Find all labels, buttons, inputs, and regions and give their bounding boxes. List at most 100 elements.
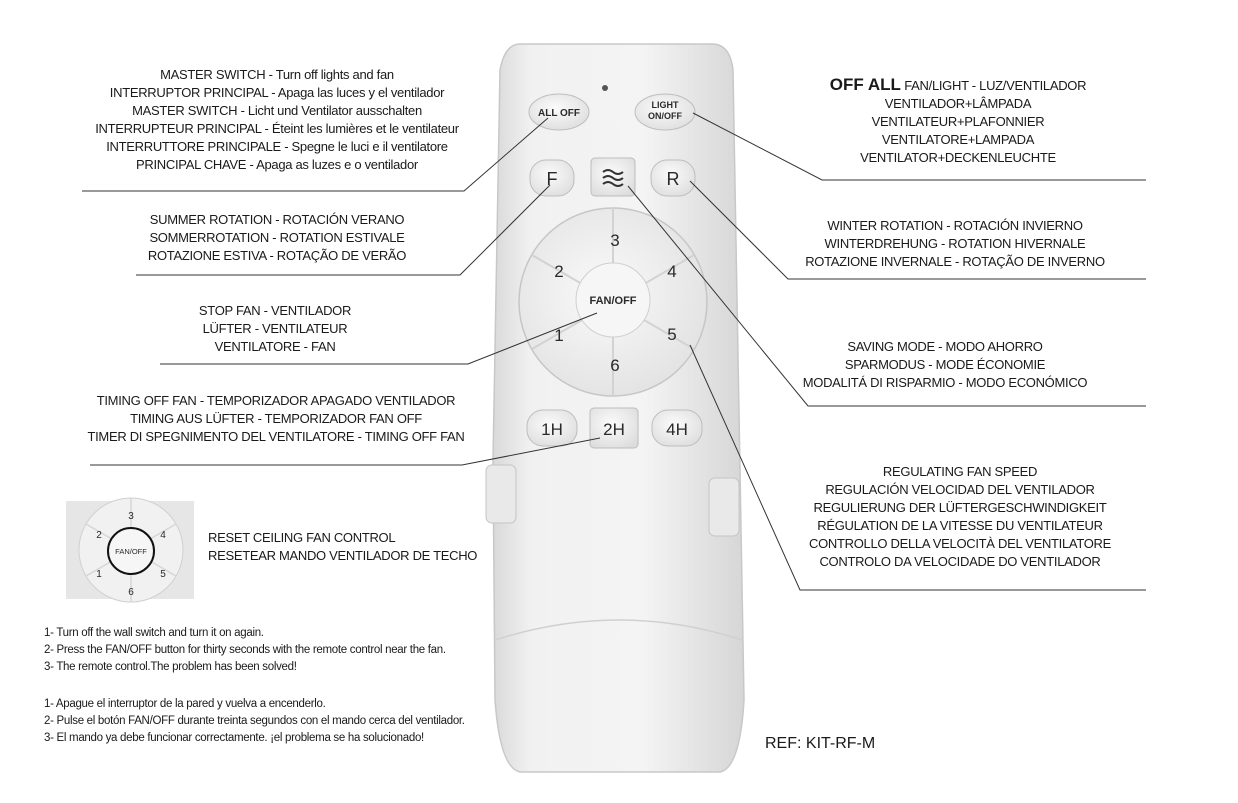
stop-fan-line: VENTILATORE - FAN [214, 339, 336, 354]
timer-4h-label: 4H [666, 420, 688, 439]
speed-6-button[interactable]: 6 [610, 356, 619, 375]
speed-3-button[interactable]: 3 [610, 231, 619, 250]
step-en: 1- Turn off the wall switch and turn it … [44, 627, 264, 639]
inset-speed-1: 1 [96, 569, 102, 580]
winter-rotation-line: WINTER ROTATION - ROTACIÓN INVIERNO [827, 218, 1083, 233]
inset-speed-5: 5 [160, 569, 166, 580]
timer-4h-button[interactable]: 4H [651, 409, 703, 447]
fan-speed-line: REGULATING FAN SPEED [882, 464, 1038, 479]
stop-fan-line: LÜFTER - VENTILATEUR [202, 321, 348, 336]
master-switch-line: INTERRUPTEUR PRINCIPAL - Éteint les lumi… [95, 121, 459, 136]
r-label: R [667, 169, 680, 189]
light-on-off-button[interactable]: LIGHT ON/OFF [634, 93, 696, 131]
ref-code: REF: KIT-RF-M [765, 735, 876, 752]
fan-speed-line: CONTROLLO DELLA VELOCITÀ DEL VENTILATORE [808, 536, 1112, 551]
reset-steps-es: 1- Apague el interruptor de la pared y v… [44, 696, 465, 747]
master-switch-line: MASTER SWITCH - Turn off lights and fan [160, 67, 394, 82]
leader-master-switch [82, 117, 549, 192]
master-switch-line: INTERRUTTORE PRINCIPALE - Spegne le luci… [106, 139, 448, 154]
step-es: 3- El mando ya debe funcionar correctame… [44, 732, 424, 744]
timer-2h-button[interactable]: 2H [589, 407, 639, 449]
master-switch-annotation: MASTER SWITCH - Turn off lights and fan … [82, 66, 472, 174]
summer-rotation-line: SOMMERROTATION - ROTATION ESTIVALE [149, 230, 405, 245]
speed-wheel: FAN/OFF 1 2 3 4 5 6 [518, 207, 708, 397]
inset-speed-3: 3 [128, 511, 134, 522]
f-label: F [547, 169, 558, 189]
leader-saving-mode [627, 185, 1146, 407]
step-es: 1- Apague el interruptor de la pared y v… [44, 698, 326, 710]
stop-fan-line: STOP FAN - VENTILADOR [198, 303, 352, 318]
step-es: 2- Pulse el botón FAN/OFF durante treint… [44, 715, 465, 727]
inset-speed-2: 2 [96, 530, 102, 541]
leader-winter-rotation [689, 180, 1146, 280]
step-en: 3- The remote control.The problem has be… [44, 661, 297, 673]
fan-speed-line: REGULIERUNG DER LÜFTERGESCHWINDIGKEIT [813, 500, 1107, 515]
timing-off-line: TIMING AUS LÜFTER - TEMPORIZADOR FAN OFF [130, 411, 422, 426]
summer-rotation-line: SUMMER ROTATION - ROTACIÓN VERANO [149, 212, 405, 227]
fan-speed-line: CONTROLO DA VELOCIDADE DO VENTILADOR [819, 554, 1101, 569]
speed-5-button[interactable]: 5 [667, 325, 676, 344]
timing-off-annotation: TIMING OFF FAN - TEMPORIZADOR APAGADO VE… [86, 392, 466, 446]
summer-rotation-line: ROTAZIONE ESTIVA - ROTAÇÃO DE VERÃO [147, 248, 407, 263]
led-indicator [602, 85, 608, 91]
fan-off-label: FAN/OFF [589, 295, 636, 307]
leader-timing [90, 437, 601, 466]
winter-rotation-button[interactable]: R [650, 159, 696, 197]
inset-speed-4: 4 [160, 530, 166, 541]
off-all-heading: OFF ALL FAN/LIGHT - LUZ/VENTILADOR [808, 76, 1108, 95]
fan-speed-line: REGULACIÓN VELOCIDAD DEL VENTILADOR [825, 482, 1095, 497]
saving-mode-line: SPARMODUS - MODE ÉCONOMIE [844, 357, 1046, 372]
timer-2h-label: 2H [603, 420, 625, 439]
wave-icon [602, 169, 624, 187]
master-switch-line: PRINCIPAL CHAVE - Apaga as luzes e o ven… [136, 157, 418, 172]
timer-1h-label: 1H [541, 420, 563, 439]
winter-rotation-line: WINTERDREHUNG - ROTATION HIVERNALE [824, 236, 1086, 251]
reset-steps-en: 1- Turn off the wall switch and turn it … [44, 625, 446, 676]
off-all-line: VENTILATORE+LAMPADA [881, 132, 1035, 147]
summer-rotation-annotation: SUMMER ROTATION - ROTACIÓN VERANO SOMMER… [112, 211, 442, 265]
off-all-rest: FAN/LIGHT - LUZ/VENTILADOR [900, 78, 1087, 93]
light-label-2: ON/OFF [648, 111, 682, 121]
saving-mode-line: MODALITÁ DI RISPARMIO - MODO ECONÓMICO [802, 375, 1088, 390]
timer-1h-button[interactable]: 1H [526, 409, 578, 447]
off-all-line: VENTILATOR+DECKENLEUCHTE [860, 150, 1056, 165]
timing-off-line: TIMER DI SPEGNIMENTO DEL VENTILATORE - T… [87, 429, 465, 444]
all-off-label: ALL OFF [538, 108, 580, 119]
fan-off-button[interactable] [575, 262, 651, 338]
timing-off-line: TIMING OFF FAN - TEMPORIZADOR APAGADO VE… [96, 393, 456, 408]
master-switch-line: INTERRUPTOR PRINCIPAL - Apaga las luces … [109, 85, 445, 100]
leader-stop-fan [160, 312, 598, 365]
speed-2-button[interactable]: 2 [554, 262, 563, 281]
saving-mode-annotation: SAVING MODE - MODO AHORRO SPARMODUS - MO… [790, 338, 1100, 392]
stop-fan-annotation: STOP FAN - VENTILADOR LÜFTER - VENTILATE… [160, 302, 390, 356]
off-all-line: VENTILADOR+LÂMPADA [884, 96, 1032, 111]
fan-speed-annotation: REGULATING FAN SPEED REGULACIÓN VELOCIDA… [800, 463, 1120, 571]
speed-1-button[interactable]: 1 [554, 326, 563, 345]
light-label-1: LIGHT [652, 100, 679, 110]
reset-line: RESET CEILING FAN CONTROL [208, 530, 396, 545]
leader-off-all [692, 112, 1146, 181]
inset-fan-off-label: FAN/OFF [115, 547, 147, 556]
off-all-line: VENTILATEUR+PLAFONNIER [871, 114, 1045, 129]
reset-line: RESETEAR MANDO VENTILADOR DE TECHO [208, 548, 478, 563]
reset-highlight-ring [107, 527, 155, 575]
leader-lines [82, 112, 1146, 591]
off-all-bold: OFF ALL [829, 75, 901, 94]
reset-annotation: RESET CEILING FAN CONTROL RESETEAR MANDO… [208, 529, 478, 565]
inset-speed-6: 6 [128, 587, 134, 598]
off-all-annotation: OFF ALL FAN/LIGHT - LUZ/VENTILADOR VENTI… [808, 76, 1108, 167]
reset-inset: FAN/OFF 3 2 4 1 5 6 [66, 497, 194, 603]
all-off-button[interactable]: ALL OFF [528, 93, 590, 131]
winter-rotation-line: ROTAZIONE INVERNALE - ROTAÇÃO DE INVERNO [805, 254, 1105, 269]
fan-speed-line: RÉGULATION DE LA VITESSE DU VENTILATEUR [817, 518, 1103, 533]
leader-fan-speed [689, 344, 1146, 591]
saving-mode-button[interactable] [590, 157, 636, 197]
winter-rotation-annotation: WINTER ROTATION - ROTACIÓN INVIERNO WINT… [800, 217, 1110, 271]
step-en: 2- Press the FAN/OFF button for thirty s… [44, 644, 446, 656]
summer-rotation-button[interactable]: F [529, 159, 575, 197]
saving-mode-line: SAVING MODE - MODO AHORRO [847, 339, 1043, 354]
leader-summer-rotation [136, 184, 551, 276]
speed-4-button[interactable]: 4 [667, 262, 676, 281]
master-switch-line: MASTER SWITCH - Licht und Ventilator aus… [132, 103, 422, 118]
